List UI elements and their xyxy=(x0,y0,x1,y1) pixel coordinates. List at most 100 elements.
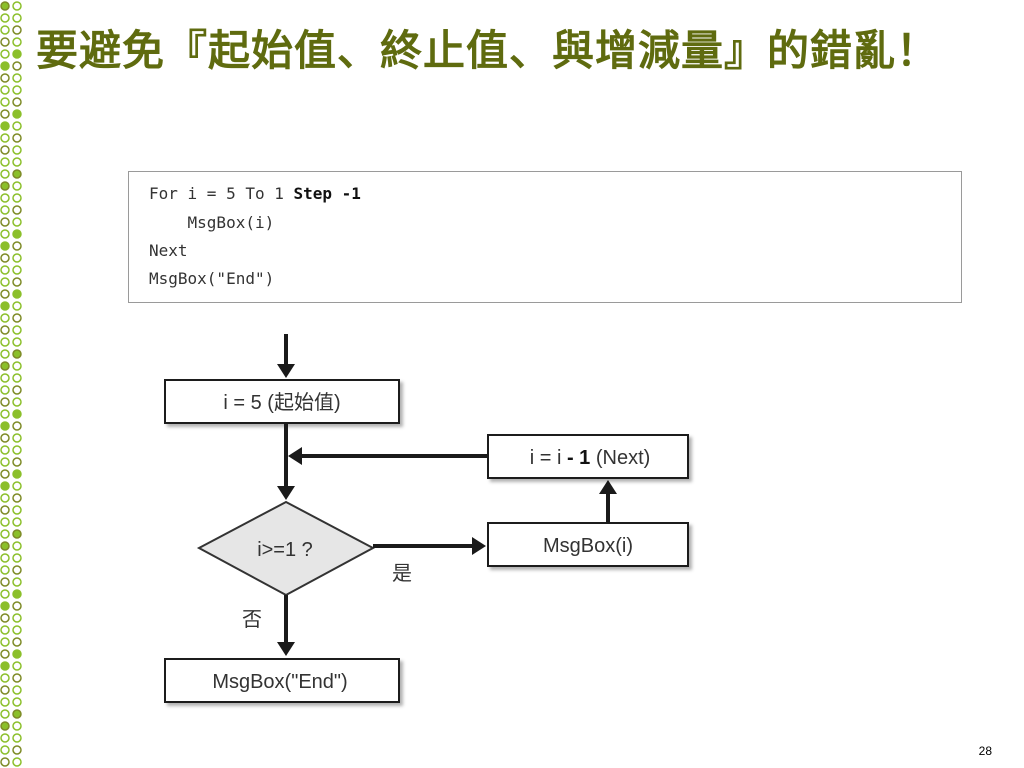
border-dot xyxy=(0,205,10,215)
border-dot xyxy=(0,277,10,287)
border-dot xyxy=(0,301,10,311)
border-dot xyxy=(12,589,22,599)
init-node-label: i = 5 (起始值) xyxy=(223,391,340,414)
border-dot xyxy=(12,97,22,107)
no-label: 否 xyxy=(242,609,262,631)
border-dot xyxy=(12,241,22,251)
code-line-2: MsgBox(i) xyxy=(149,213,275,232)
border-dot xyxy=(0,469,10,479)
border-dot xyxy=(12,709,22,719)
border-dot xyxy=(0,169,10,179)
border-dot xyxy=(12,685,22,695)
border-dot xyxy=(0,397,10,407)
border-dot xyxy=(12,1,22,11)
border-dot xyxy=(0,565,10,575)
msgbox-i-node: MsgBox(i) xyxy=(487,522,689,567)
decorative-border xyxy=(0,1,22,767)
border-dot xyxy=(0,493,10,503)
border-dot xyxy=(0,337,10,347)
border-dot xyxy=(0,85,10,95)
border-dot xyxy=(12,409,22,419)
border-dot xyxy=(0,709,10,719)
border-dot xyxy=(12,565,22,575)
border-dot xyxy=(0,601,10,611)
border-dot xyxy=(12,649,22,659)
border-dot xyxy=(0,589,10,599)
border-dot xyxy=(12,277,22,287)
border-dot xyxy=(12,85,22,95)
border-dot xyxy=(0,673,10,683)
border-dot xyxy=(0,73,10,83)
border-dot xyxy=(12,109,22,119)
border-dot xyxy=(12,397,22,407)
border-dot xyxy=(12,529,22,539)
border-dot xyxy=(0,157,10,167)
border-dot xyxy=(12,673,22,683)
border-dot xyxy=(0,373,10,383)
border-dot xyxy=(0,409,10,419)
border-dot xyxy=(12,253,22,263)
border-dot xyxy=(12,145,22,155)
border-dot xyxy=(12,433,22,443)
border-dot xyxy=(0,481,10,491)
border-dot xyxy=(12,229,22,239)
border-dot xyxy=(0,145,10,155)
border-dot xyxy=(0,349,10,359)
border-dot xyxy=(0,325,10,335)
border-dot xyxy=(12,445,22,455)
decision-node: i>=1 ? xyxy=(196,500,376,597)
border-dot xyxy=(0,109,10,119)
border-dot xyxy=(12,61,22,71)
border-dot xyxy=(12,169,22,179)
border-dot xyxy=(0,661,10,671)
step-node: i = i - 1 (Next) xyxy=(487,434,689,479)
border-dot xyxy=(12,457,22,467)
border-dot xyxy=(12,421,22,431)
border-dot xyxy=(12,745,22,755)
border-dot xyxy=(12,517,22,527)
border-dot xyxy=(12,613,22,623)
border-dot xyxy=(0,361,10,371)
border-dot xyxy=(12,337,22,347)
border-dot xyxy=(0,313,10,323)
border-dot xyxy=(12,289,22,299)
border-dot xyxy=(0,745,10,755)
border-dot xyxy=(0,61,10,71)
border-dot xyxy=(0,49,10,59)
border-dot xyxy=(12,469,22,479)
yes-label: 是 xyxy=(392,563,412,585)
border-dot xyxy=(12,37,22,47)
border-dot xyxy=(0,649,10,659)
border-dot xyxy=(0,289,10,299)
code-block: For i = 5 To 1 Step -1 MsgBox(i) Next Ms… xyxy=(128,171,962,303)
border-dot xyxy=(0,193,10,203)
border-dot xyxy=(12,493,22,503)
border-dot xyxy=(0,13,10,23)
border-dot xyxy=(0,577,10,587)
border-dot xyxy=(0,721,10,731)
code-line-3: Next xyxy=(149,241,188,260)
border-dot xyxy=(12,73,22,83)
border-dot xyxy=(12,313,22,323)
border-dot xyxy=(12,577,22,587)
border-dot xyxy=(0,541,10,551)
border-dot xyxy=(0,553,10,563)
border-dot xyxy=(12,481,22,491)
border-dot xyxy=(12,733,22,743)
border-dot xyxy=(0,229,10,239)
border-dot xyxy=(0,637,10,647)
border-dot xyxy=(12,637,22,647)
border-dot xyxy=(0,625,10,635)
border-dot xyxy=(0,505,10,515)
border-dot xyxy=(12,265,22,275)
border-dot xyxy=(12,13,22,23)
border-dot xyxy=(12,697,22,707)
border-dot xyxy=(0,733,10,743)
border-dot xyxy=(0,217,10,227)
border-dot xyxy=(0,757,10,767)
border-dot xyxy=(0,445,10,455)
border-dot xyxy=(12,541,22,551)
border-dot xyxy=(12,661,22,671)
border-dot xyxy=(0,457,10,467)
border-dot xyxy=(0,121,10,131)
